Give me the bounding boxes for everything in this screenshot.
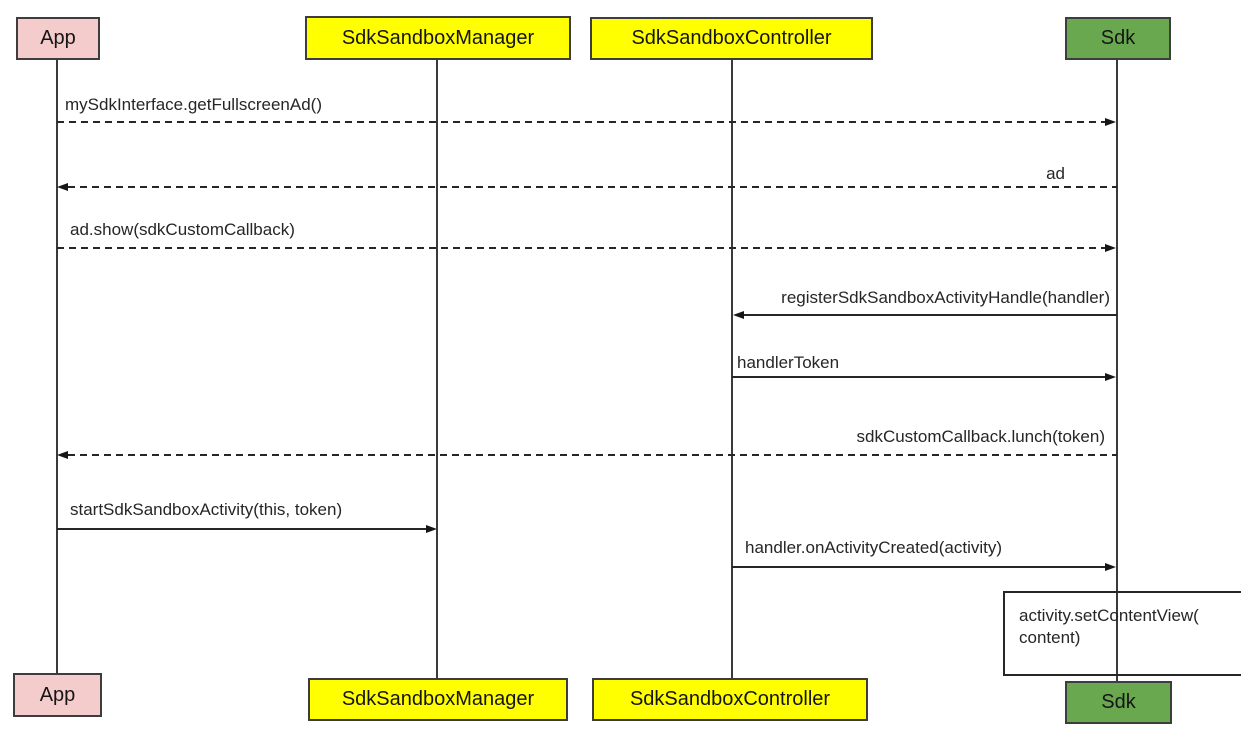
- actor-label-sdk: Sdk: [1101, 691, 1136, 713]
- arrowhead-left: [57, 451, 68, 459]
- lifeline-controller: [731, 60, 733, 678]
- arrowhead-right: [1105, 118, 1116, 126]
- message-line: [732, 566, 1106, 568]
- actor-label-app: App: [39, 683, 76, 706]
- actor-label-controller: SdkSandboxController: [631, 27, 832, 49]
- arrowhead-right: [1105, 244, 1116, 252]
- actor-box-app-top: App: [16, 17, 100, 60]
- arrowhead-left: [733, 311, 744, 319]
- actor-box-controller-top: SdkSandboxController: [590, 17, 873, 60]
- message-line: [744, 314, 1117, 316]
- message-label: mySdkInterface.getFullscreenAd(): [65, 95, 322, 114]
- arrowhead-right: [426, 525, 437, 533]
- arrowhead-left: [57, 183, 68, 191]
- actor-box-sdk-top: Sdk: [1065, 17, 1171, 60]
- note-box: activity.setContentView( content): [1003, 591, 1241, 676]
- note-line-2: content): [1019, 628, 1081, 647]
- note-line-1: activity.setContentView(: [1019, 606, 1199, 625]
- actor-label-app: App: [40, 27, 76, 49]
- actor-box-manager-top: SdkSandboxManager: [305, 16, 571, 60]
- message-line: [57, 528, 426, 530]
- actor-box-manager-bottom: SdkSandboxManager: [308, 678, 568, 721]
- message-label: sdkCustomCallback.lunch(token): [856, 427, 1106, 446]
- message-line: [57, 247, 1106, 249]
- actor-label-manager: SdkSandboxManager: [341, 688, 535, 710]
- actor-box-sdk-bottom: Sdk: [1065, 681, 1172, 724]
- message-label: handlerToken: [737, 353, 840, 372]
- actor-label-controller: SdkSandboxController: [629, 688, 831, 710]
- lifeline-manager: [436, 60, 438, 678]
- message-line: [732, 376, 1106, 378]
- actor-box-controller-bottom: SdkSandboxController: [592, 678, 868, 721]
- lifeline-sdk: [1116, 60, 1118, 681]
- arrowhead-right: [1105, 563, 1116, 571]
- arrowhead-right: [1105, 373, 1116, 381]
- lifeline-app: [56, 60, 58, 673]
- message-line: [57, 121, 1106, 123]
- message-line: [68, 186, 1117, 188]
- message-label: ad.show(sdkCustomCallback): [70, 220, 295, 239]
- message-label: startSdkSandboxActivity(this, token): [70, 500, 343, 519]
- message-label: handler.onActivityCreated(activity): [745, 538, 1003, 557]
- actor-box-app-bottom: App: [13, 673, 102, 717]
- message-line: [68, 454, 1117, 456]
- actor-label-manager: SdkSandboxManager: [341, 26, 535, 49]
- message-label: ad: [1046, 164, 1065, 183]
- message-label: registerSdkSandboxActivityHandle(handler…: [781, 288, 1110, 307]
- actor-label-sdk: Sdk: [1100, 27, 1136, 49]
